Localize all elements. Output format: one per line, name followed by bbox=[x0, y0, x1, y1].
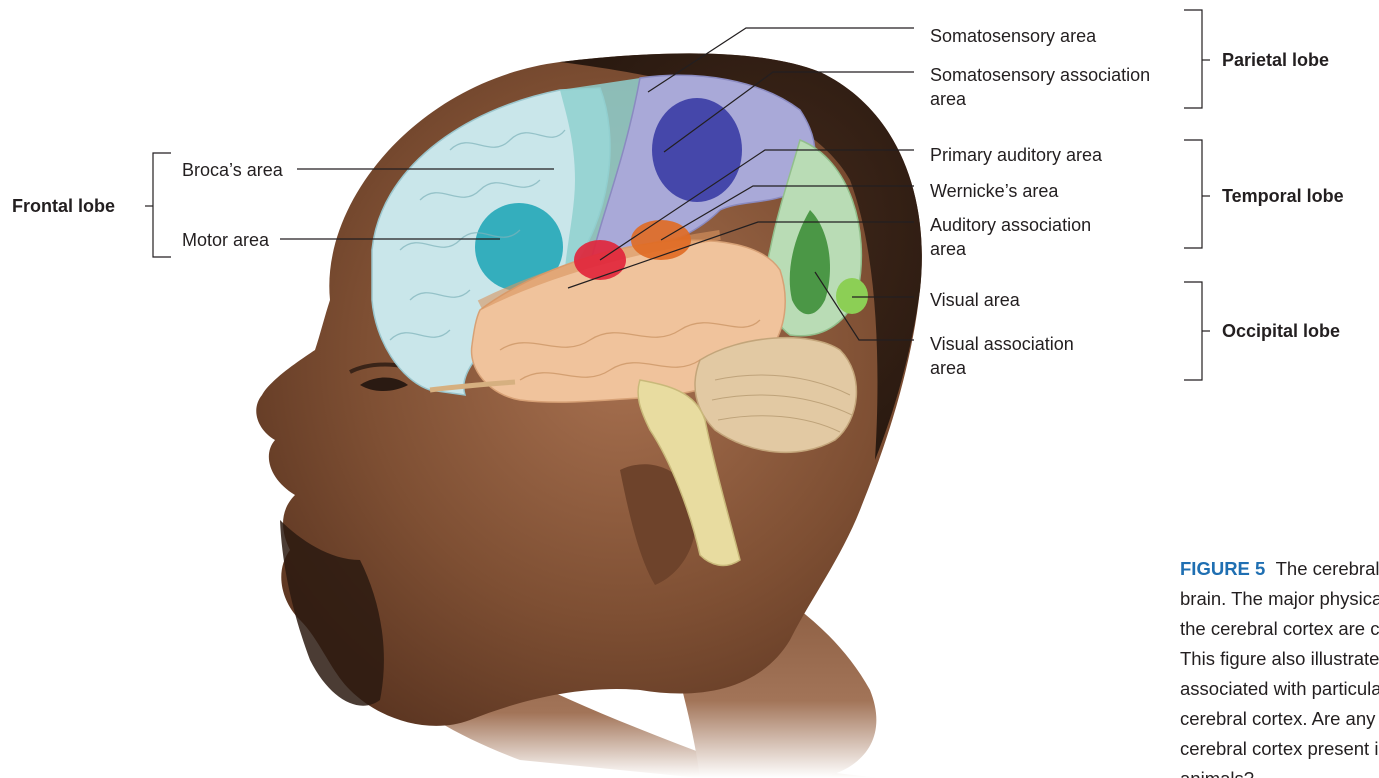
caption-text: The cerebral cortex of the brain. The ma… bbox=[1180, 558, 1379, 778]
label-auditory-association-2: area bbox=[930, 238, 966, 260]
visual-area-region bbox=[836, 278, 868, 314]
label-motor-area: Motor area bbox=[182, 229, 269, 251]
label-visual-area: Visual area bbox=[930, 289, 1020, 311]
figure-caption: FIGURE 5 The cerebral cortex of the brai… bbox=[1180, 554, 1379, 778]
label-somatosensory-association-1: Somatosensory association bbox=[930, 64, 1150, 86]
label-visual-association-2: area bbox=[930, 357, 966, 379]
label-somatosensory-association-2: area bbox=[930, 88, 966, 110]
label-somatosensory-area: Somatosensory area bbox=[930, 25, 1096, 47]
label-visual-association-1: Visual association bbox=[930, 333, 1074, 355]
label-wernickes-area: Wernicke’s area bbox=[930, 180, 1058, 202]
label-auditory-association-1: Auditory association bbox=[930, 214, 1091, 236]
label-brocas-area: Broca’s area bbox=[182, 159, 283, 181]
label-temporal-lobe: Temporal lobe bbox=[1222, 186, 1344, 207]
label-primary-auditory-area: Primary auditory area bbox=[930, 144, 1102, 166]
figure-number: FIGURE 5 bbox=[1180, 558, 1265, 579]
somatosensory-association-region bbox=[652, 98, 742, 202]
label-parietal-lobe: Parietal lobe bbox=[1222, 50, 1329, 71]
label-frontal-lobe: Frontal lobe bbox=[12, 196, 115, 217]
label-occipital-lobe: Occipital lobe bbox=[1222, 321, 1340, 342]
